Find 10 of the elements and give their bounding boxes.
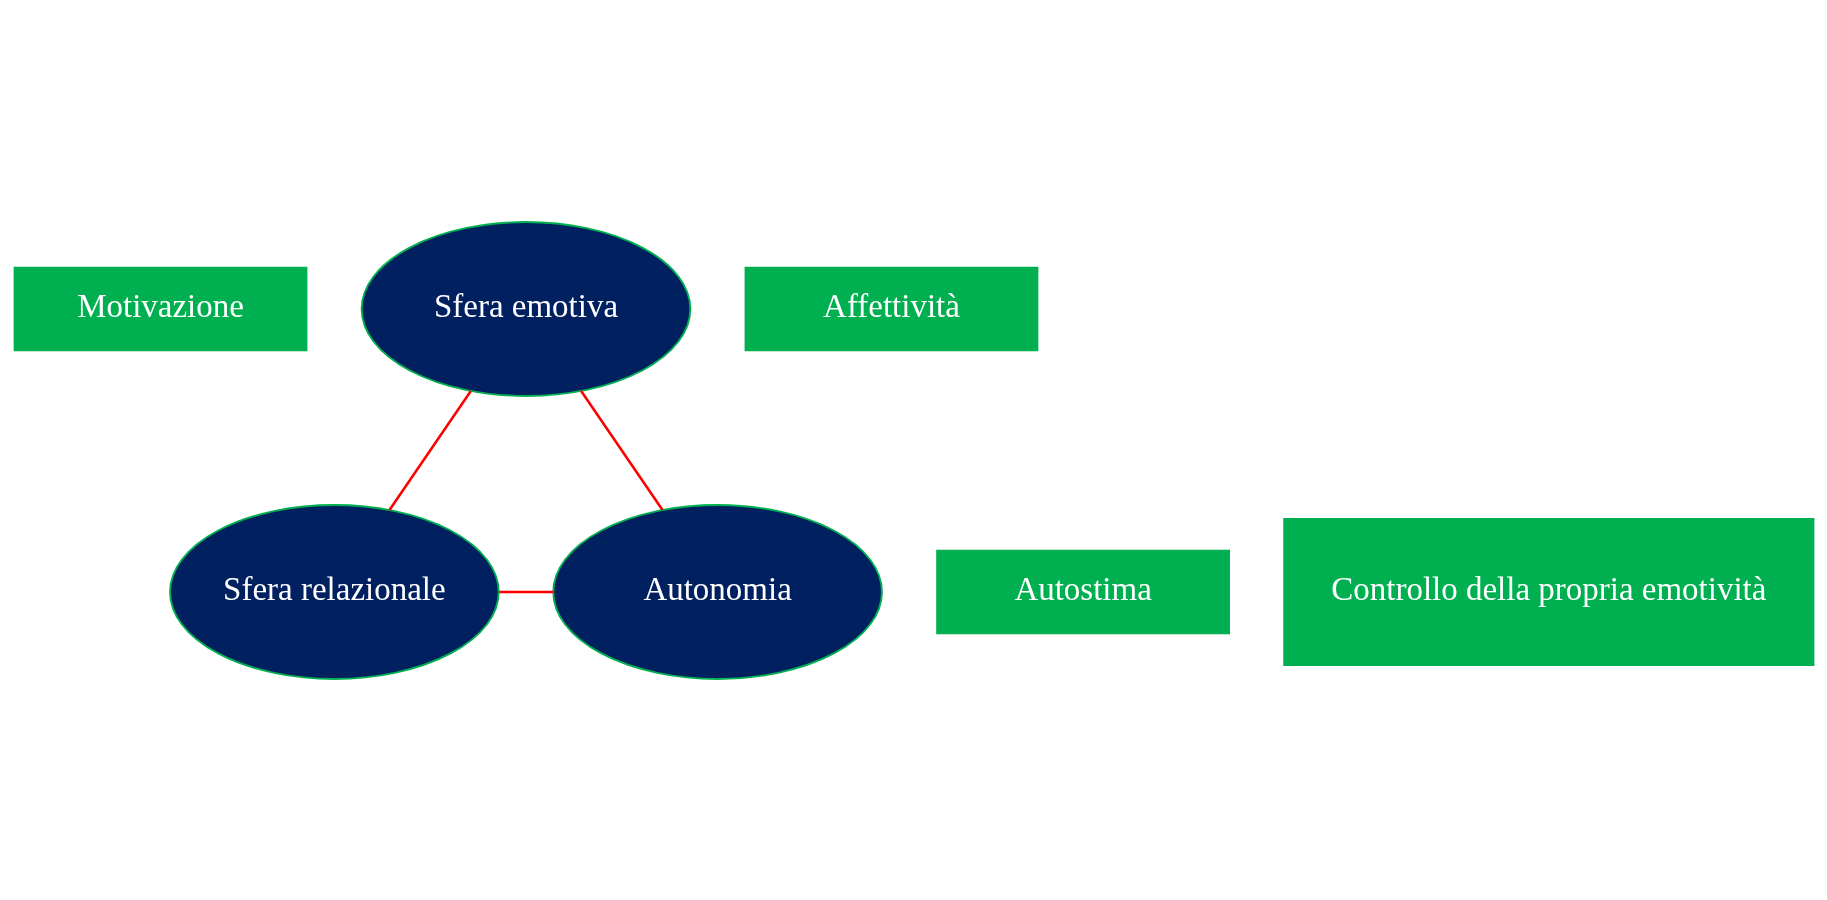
node-ellipse: Sfera emotiva: [360, 220, 691, 397]
connector: [579, 389, 664, 511]
node-box: Controllo della propria emotività: [1282, 517, 1814, 666]
node-ellipse: Autonomia: [551, 503, 883, 680]
connector: [387, 389, 472, 511]
node-ellipse: Sfera relazionale: [168, 503, 500, 680]
connector: [498, 590, 553, 593]
node-box: Affettività: [744, 266, 1038, 351]
node-box: Motivazione: [13, 266, 307, 351]
node-box: Autostima: [935, 549, 1230, 634]
